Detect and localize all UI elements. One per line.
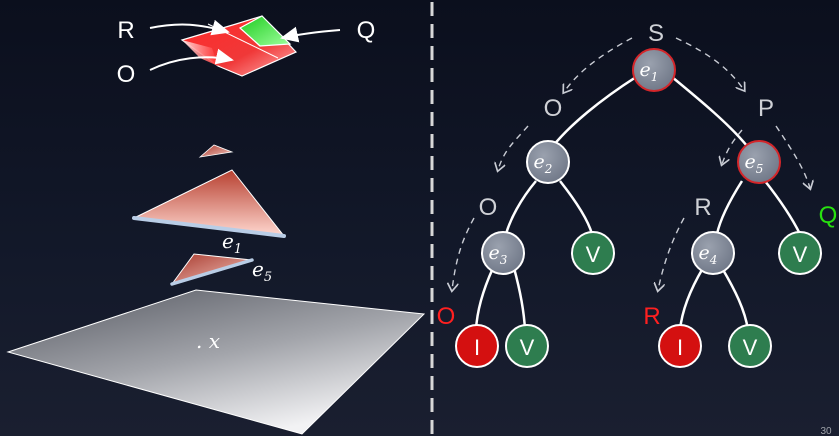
- traversal-label-o-leaf: O: [437, 303, 456, 330]
- traversal-label-p: P: [758, 95, 774, 122]
- o-arrow: [149, 48, 234, 71]
- leaf-v-3: V: [728, 324, 772, 368]
- dash-r-leaf: [658, 217, 685, 290]
- edge-label-e1: e1: [222, 229, 242, 257]
- svg-text:V: V: [743, 335, 758, 360]
- top-polygon: [180, 15, 298, 77]
- q-arrow: [280, 26, 341, 43]
- small-triangle: [198, 144, 234, 158]
- label-r: R: [117, 17, 134, 44]
- r-arrow: [149, 19, 230, 36]
- traversal-label-s: S: [648, 20, 664, 47]
- leaf-in-red-2: I: [658, 324, 702, 368]
- leaf-in-red-1: I: [455, 324, 499, 368]
- edge-e4-v3: [720, 267, 750, 331]
- edge-e4-in2: [678, 267, 705, 331]
- traversal-label-r-leaf: R: [643, 303, 660, 330]
- edge-e3-in1: [474, 267, 495, 331]
- leaf-v-2: V: [505, 324, 549, 368]
- dash-o-leaf: [452, 217, 475, 290]
- tree-node-e3: e3: [481, 231, 525, 275]
- bsp-tree: S O P O R Q O R e1 e2 e5 e3 e4: [437, 20, 838, 368]
- dash-p-q: [775, 125, 810, 188]
- leaf-v-4: V: [778, 231, 822, 275]
- traversal-label-r: R: [694, 194, 711, 221]
- edge-e5-v4: [764, 180, 802, 235]
- label-q: Q: [357, 17, 376, 44]
- edge-e5-e4: [715, 180, 744, 235]
- edge-e5: [170, 258, 254, 286]
- traversal-label-q: Q: [819, 202, 838, 229]
- top-split-line-2: [239, 27, 261, 47]
- left-scene: R Q O e1 e5 . x: [6, 15, 426, 435]
- traversal-label-o1: O: [544, 95, 563, 122]
- edge-e1: [132, 216, 286, 238]
- ground-plane: [6, 289, 426, 435]
- dash-o-o: [498, 125, 529, 170]
- svg-text:V: V: [793, 242, 808, 267]
- edge-e2-v1: [559, 180, 594, 235]
- svg-text:V: V: [586, 242, 601, 267]
- svg-text:I: I: [677, 335, 683, 360]
- tree-node-e2: e2: [526, 140, 570, 184]
- leaf-in-1: V: [571, 231, 615, 275]
- dash-p-r: [722, 129, 743, 164]
- page-number: 30: [820, 426, 832, 436]
- tree-node-e1: e1: [632, 48, 676, 92]
- traversal-arrows: [452, 37, 810, 290]
- label-o: O: [117, 61, 136, 88]
- tree-node-e5: e5: [737, 140, 781, 184]
- edge-e2-e3: [504, 180, 537, 235]
- traversal-label-o2: O: [479, 194, 498, 221]
- svg-text:V: V: [520, 335, 535, 360]
- edge-label-e5: e5: [252, 257, 272, 285]
- dash-s-p: [675, 37, 744, 90]
- point-x-label: . x: [196, 329, 220, 353]
- top-light-region: [182, 40, 218, 66]
- edge-e1-e5: [671, 76, 748, 147]
- tree-node-e4: e4: [691, 231, 735, 275]
- edge-e3-v2: [512, 267, 527, 331]
- edge-e1-e2: [552, 75, 637, 147]
- dash-s-o: [564, 37, 633, 92]
- tree-edges: [474, 75, 802, 331]
- svg-text:I: I: [474, 335, 480, 360]
